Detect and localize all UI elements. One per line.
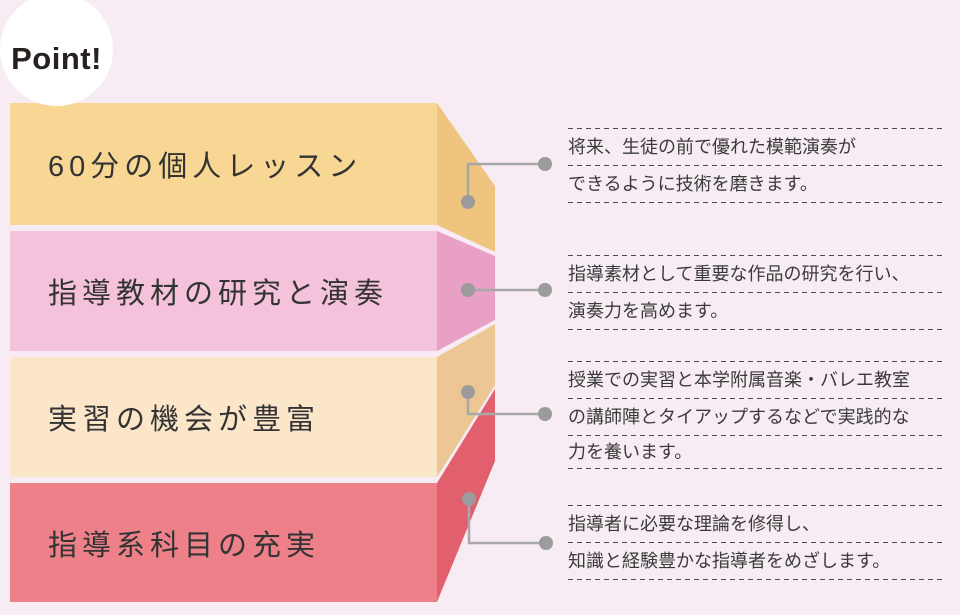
layer-bar-practice: 実習の機会が豊富 xyxy=(10,357,437,477)
connector-line-3 xyxy=(466,392,545,416)
description-line: 授業での実習と本学附属音楽・バレエ教室 xyxy=(568,370,910,390)
dashed-divider xyxy=(568,398,943,399)
bar-side-panel-1 xyxy=(437,103,495,252)
dashed-divider xyxy=(568,468,943,469)
description-line: 将来、生徒の前で優れた模範演奏が xyxy=(568,137,856,157)
connector-dot-2-end xyxy=(538,283,552,297)
description-block-2: 指導素材として重要な作品の研究を行い、 演奏力を高めます。 xyxy=(568,255,943,330)
description-block-1: 将来、生徒の前で優れた模範演奏が できるように技術を磨きます。 xyxy=(568,128,943,203)
connector-dot-2-start xyxy=(461,283,475,297)
layer-bar-label: 実習の機会が豊富 xyxy=(48,404,321,436)
point-badge: Point! xyxy=(0,0,113,106)
layer-bar-label: 60分の個人レッスン xyxy=(48,151,363,183)
connector-dot-3-start xyxy=(461,385,475,399)
connector-dot-1-end xyxy=(538,157,552,171)
dashed-divider xyxy=(568,361,943,362)
connector-dot-1-start xyxy=(461,195,475,209)
bar-side-panel-3 xyxy=(437,324,495,477)
description-line: 演奏力を高めます。 xyxy=(568,301,729,321)
connector-line-1 xyxy=(466,162,545,202)
layer-bar-subjects: 指導系科目の充実 xyxy=(10,483,437,602)
dashed-divider xyxy=(568,165,943,166)
connector-line-4 xyxy=(467,499,546,545)
dashed-divider xyxy=(568,542,943,543)
connector-dot-4-start xyxy=(462,492,476,506)
dashed-divider xyxy=(568,579,943,580)
dashed-divider xyxy=(568,505,943,506)
description-line: 指導者に必要な理論を修得し、 xyxy=(568,514,820,534)
layer-bar-label: 指導教材の研究と演奏 xyxy=(48,278,389,310)
description-block-4: 指導者に必要な理論を修得し、 知識と経験豊かな指導者をめざします。 xyxy=(568,505,943,580)
layer-bar-materials: 指導教材の研究と演奏 xyxy=(10,231,437,351)
description-block-3: 授業での実習と本学附属音楽・バレエ教室 の講師陣とタイアップするなどで実践的な … xyxy=(568,361,943,469)
dashed-divider xyxy=(568,329,943,330)
dashed-divider xyxy=(568,255,943,256)
layer-bar-label: 指導系科目の充実 xyxy=(48,529,321,562)
connector-dot-4-end xyxy=(539,536,553,550)
dashed-divider xyxy=(568,292,943,293)
dashed-divider xyxy=(568,435,943,436)
description-line: 力を養います。 xyxy=(568,442,693,462)
description-line: 知識と経験豊かな指導者をめざします。 xyxy=(568,551,891,571)
description-line: できるように技術を磨きます。 xyxy=(568,174,818,194)
point-badge-label: Point! xyxy=(11,40,102,76)
dashed-divider xyxy=(568,128,943,129)
description-line: の講師陣とタイアップするなどで実践的な xyxy=(568,407,910,427)
dashed-divider xyxy=(568,202,943,203)
connector-dot-3-end xyxy=(538,407,552,421)
layer-bar-lesson: 60分の個人レッスン xyxy=(10,103,437,225)
description-line: 指導素材として重要な作品の研究を行い、 xyxy=(568,264,910,284)
